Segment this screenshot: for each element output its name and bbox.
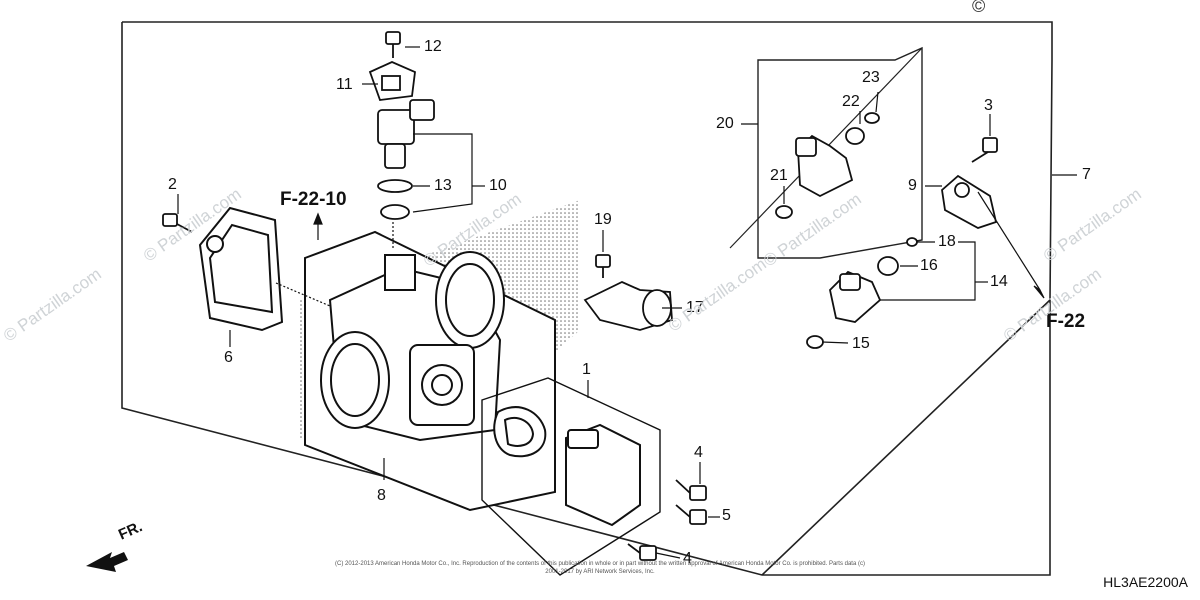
callout-10: 10 [489, 177, 507, 194]
corner-copyright-symbol: © [972, 0, 986, 16]
callout-3: 3 [984, 97, 993, 114]
callout-5: 5 [722, 507, 731, 524]
callout-7: 7 [1082, 166, 1091, 183]
callout-18: 18 [938, 233, 956, 250]
bolts [162, 31, 998, 561]
diagram-code: HL3AE2200A [1103, 574, 1188, 590]
injector-20 [775, 112, 880, 219]
callout-1: 1 [582, 361, 591, 378]
reference-f-22-10[interactable]: F-22-10 [280, 189, 347, 210]
callout-14: 14 [990, 273, 1008, 290]
callout-4-upper: 4 [694, 444, 703, 461]
callout-23: 23 [862, 69, 880, 86]
injector-14 [806, 237, 918, 349]
callout-17: 17 [686, 299, 704, 316]
callout-2: 2 [168, 176, 177, 193]
throttle-position-sensor-box [481, 377, 661, 576]
callout-11: 11 [336, 76, 353, 93]
throttle-body [304, 230, 556, 512]
throttle-position-sensor [493, 406, 641, 527]
callout-21: 21 [770, 167, 788, 184]
callout-20: 20 [716, 115, 734, 132]
callout-19: 19 [594, 211, 612, 228]
front-direction-arrow [86, 552, 128, 572]
copyright-notice: (C) 2012-2013 American Honda Motor Co., … [335, 561, 865, 575]
callout-16: 16 [920, 257, 938, 274]
leader-lines [177, 46, 1077, 559]
callout-6: 6 [224, 349, 233, 366]
callout-13: 13 [434, 177, 452, 194]
throttle-cover [198, 206, 284, 332]
callout-9: 9 [908, 177, 917, 194]
callout-12: 12 [424, 38, 442, 55]
bracket [583, 281, 673, 331]
reference-f-22[interactable]: F-22 [1046, 311, 1086, 332]
fuel-pipe [941, 174, 998, 229]
callout-22: 22 [842, 93, 860, 110]
callout-15: 15 [852, 335, 870, 352]
map-sensor-assembly [368, 61, 435, 220]
callout-8: 8 [377, 487, 386, 504]
callout-4-lower: 4 [683, 550, 692, 567]
injector-assembly-box [757, 46, 923, 259]
assembly-boundary [121, 21, 1053, 576]
